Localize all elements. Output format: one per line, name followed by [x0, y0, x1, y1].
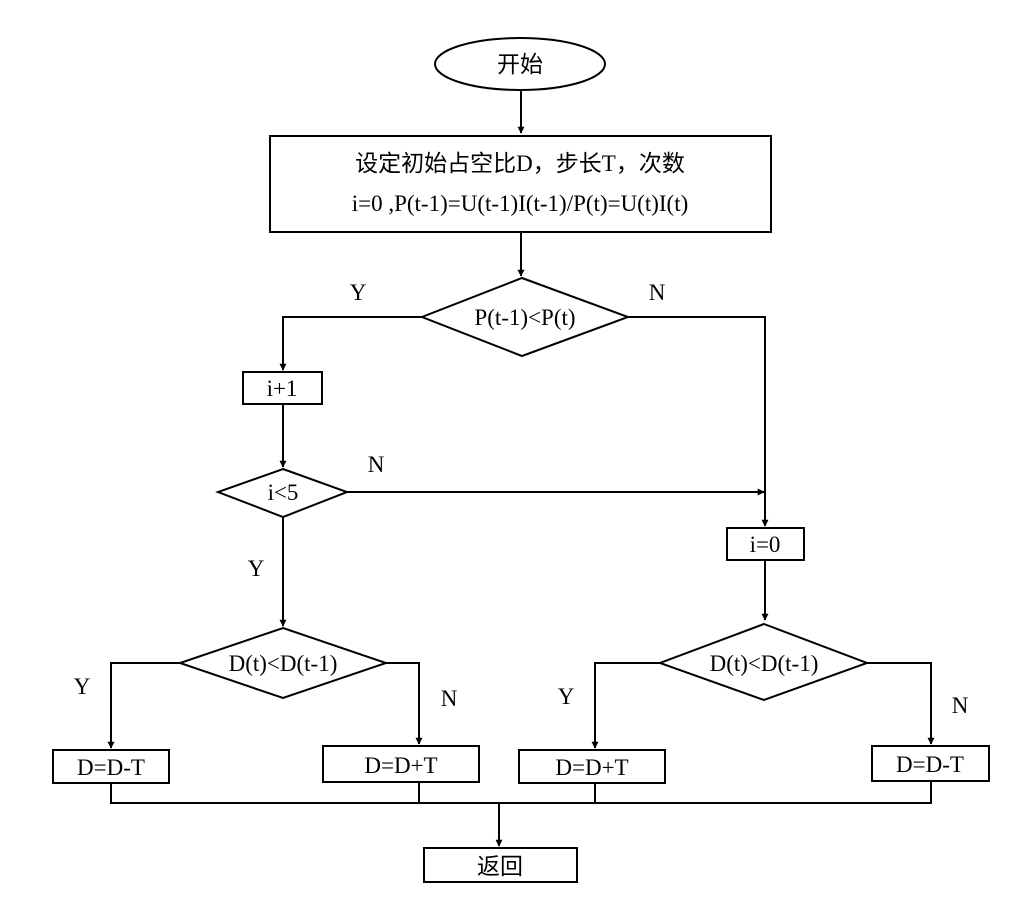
node-init-line1: 设定初始占空比D，步长T，次数 — [355, 151, 685, 176]
label-duty-right-yes: Y — [558, 684, 575, 709]
node-reset-label: i=0 — [750, 532, 781, 557]
decision-power-label: P(t-1)<P(t) — [474, 305, 575, 330]
node-return: 返回 — [423, 847, 578, 883]
label-duty-right-no: N — [952, 693, 969, 718]
connector-power-yes — [279, 316, 422, 371]
node-inc-right-label: D=D+T — [555, 755, 628, 780]
label-power-yes: Y — [350, 280, 367, 305]
decision-duty-left: D(t)<D(t-1) — [176, 626, 390, 700]
label-count-no: N — [368, 452, 385, 477]
node-init-line2: i=0 ,P(t-1)=U(t-1)I(t-1)/P(t)=U(t)I(t) — [352, 191, 689, 216]
connector-duty-right-no — [867, 662, 935, 745]
node-reset: i=0 — [726, 527, 805, 561]
connector-merge-bus — [110, 781, 932, 804]
branch-labels: Y N N Y Y N Y N — [74, 280, 969, 718]
node-start: 开始 — [434, 37, 606, 91]
decision-duty-left-label: D(t)<D(t-1) — [229, 651, 338, 676]
connector-duty-left-no — [386, 662, 423, 745]
node-increment-label: i+1 — [267, 376, 298, 401]
node-start-label: 开始 — [497, 52, 543, 77]
node-return-label: 返回 — [477, 854, 523, 879]
node-dec-right: D=D-T — [871, 745, 990, 782]
label-power-no: N — [649, 280, 666, 305]
node-increment: i+1 — [242, 371, 323, 405]
decision-power: P(t-1)<P(t) — [419, 276, 631, 358]
node-dec-right-label: D=D-T — [896, 752, 964, 777]
decision-duty-right: D(t)<D(t-1) — [657, 622, 870, 702]
node-dec-left-label: D=D-T — [77, 755, 145, 780]
label-duty-left-yes: Y — [74, 674, 91, 699]
decision-count: i<5 — [215, 467, 350, 519]
node-inc-right: D=D+T — [518, 749, 666, 784]
decision-duty-right-label: D(t)<D(t-1) — [710, 651, 819, 676]
connector-duty-left-yes — [107, 662, 180, 749]
connectors — [107, 90, 935, 847]
node-dec-left: D=D-T — [52, 749, 170, 784]
node-inc-left: D=D+T — [322, 745, 480, 783]
connector-duty-right-yes — [591, 662, 660, 749]
label-duty-left-no: N — [441, 686, 458, 711]
label-count-yes: Y — [248, 556, 265, 581]
node-inc-left-label: D=D+T — [364, 753, 437, 778]
decision-count-label: i<5 — [268, 480, 299, 505]
node-init: 设定初始占空比D，步长T，次数 i=0 ,P(t-1)=U(t-1)I(t-1)… — [269, 135, 772, 233]
connector-power-no — [628, 316, 769, 527]
